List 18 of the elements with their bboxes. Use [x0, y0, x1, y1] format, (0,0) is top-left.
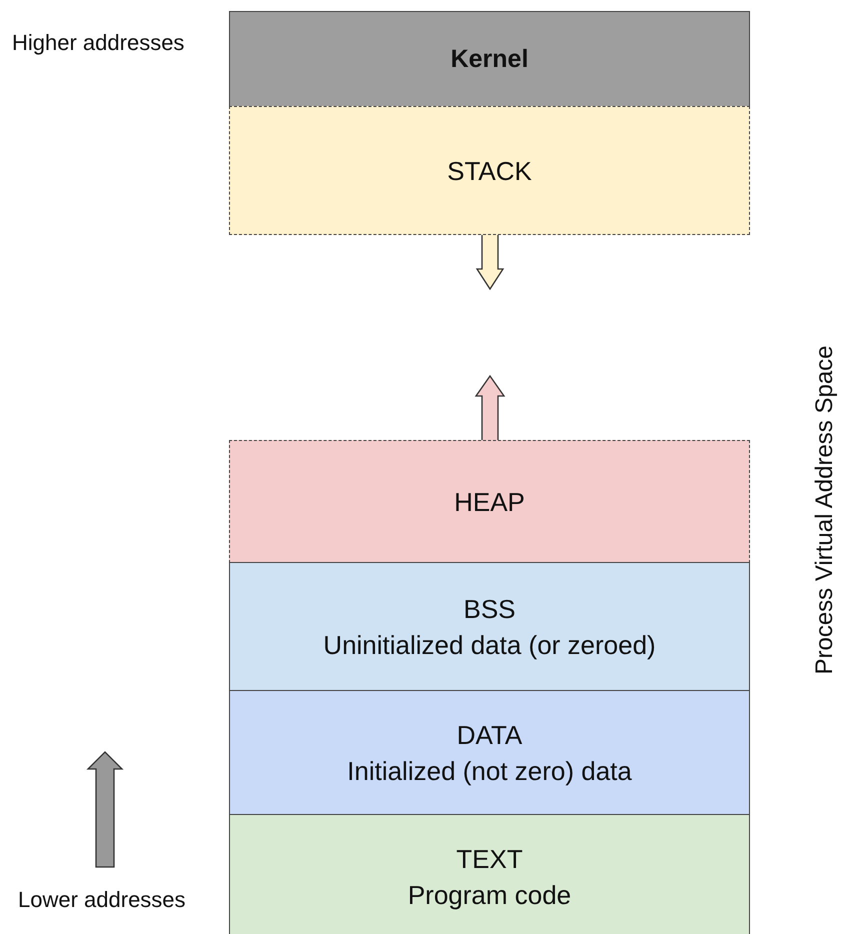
address-label: Higher addresses — [12, 30, 184, 56]
memory-segment — [229, 562, 750, 691]
segment-name: Kernel — [450, 44, 528, 75]
segment-name: STACK — [447, 154, 532, 188]
segment-name: TEXT — [456, 842, 523, 876]
segment-name: HEAP — [454, 486, 525, 518]
memory-segment — [229, 11, 750, 107]
segment-name: DATA — [456, 718, 522, 752]
axis-title: Process Virtual Address Space — [811, 345, 839, 675]
memory-segment — [229, 106, 750, 235]
memory-segment — [229, 440, 750, 563]
segment-description: Program code — [408, 878, 572, 912]
segment-name: BSS — [463, 592, 516, 626]
segment-description: Uninitialized data (or zeroed) — [323, 628, 656, 662]
address-label: Lower addresses — [18, 887, 186, 913]
memory-segment — [229, 690, 750, 815]
memory-segment — [229, 814, 750, 934]
segment-description: Initialized (not zero) data — [347, 754, 632, 788]
